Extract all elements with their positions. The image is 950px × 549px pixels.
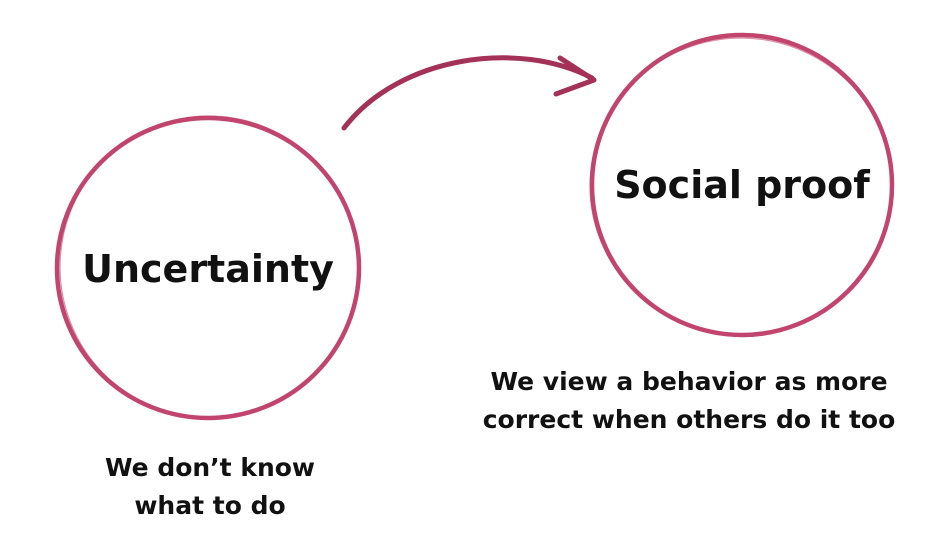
curved-arrow-icon xyxy=(341,55,597,131)
social-proof-label: Social proof xyxy=(614,163,870,207)
social-proof-circle xyxy=(589,32,895,338)
social-proof-caption-line-1: We view a behavior as more xyxy=(490,367,888,396)
social-proof-caption-line-2: correct when others do it too xyxy=(482,405,896,434)
uncertainty-caption-line-2: what to do xyxy=(134,491,286,520)
uncertainty-caption-line-1: We don’t know xyxy=(104,453,316,482)
uncertainty-label: Uncertainty xyxy=(82,247,334,291)
uncertainty-circle xyxy=(54,115,362,421)
uncertainty-caption: We don’t know what to do xyxy=(40,449,380,525)
social-proof-caption: We view a behavior as more correct when … xyxy=(430,363,948,439)
